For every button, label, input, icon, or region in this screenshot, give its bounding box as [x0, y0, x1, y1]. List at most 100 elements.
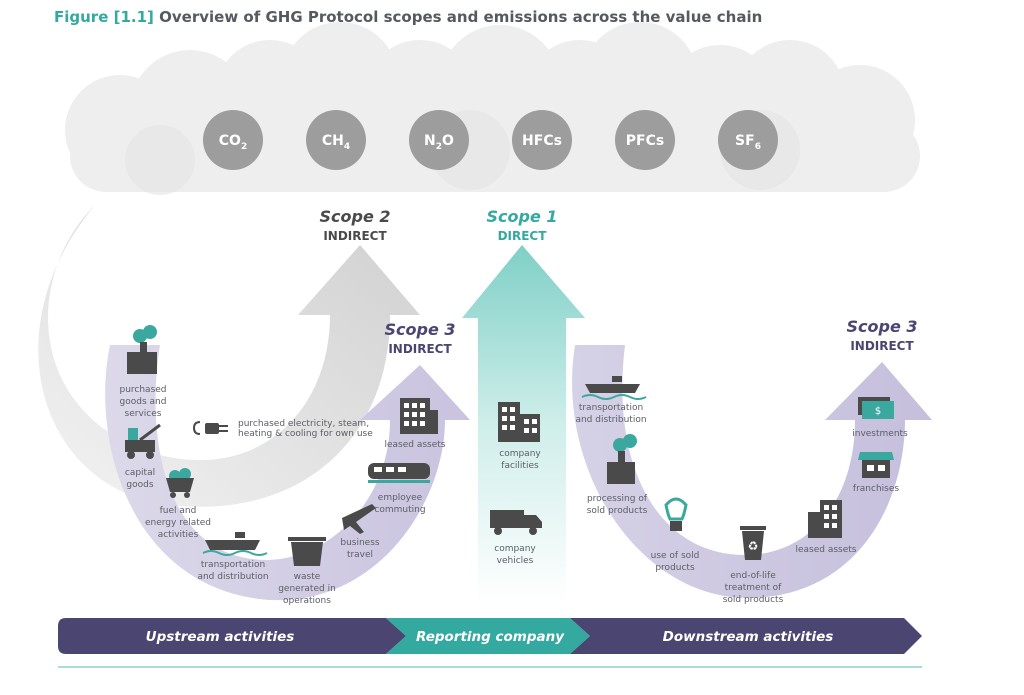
lightbulb-icon — [664, 497, 688, 531]
svg-text:transportation: transportation — [579, 403, 643, 413]
svg-text:PFCs: PFCs — [626, 133, 664, 149]
svg-text:DIRECT: DIRECT — [498, 229, 548, 243]
gas-circles: CO2 CH4 N2O HFCs PFCs SF6 — [203, 110, 778, 170]
svg-text:purchased: purchased — [119, 385, 166, 395]
reporting-band-label: Reporting company — [416, 629, 565, 645]
svg-text:leased assets: leased assets — [384, 440, 445, 450]
company-vehicles-icon — [490, 510, 542, 535]
label-transport-downstream: transportation and distribution — [575, 403, 646, 425]
svg-text:energy related: energy related — [145, 518, 211, 528]
svg-text:end-of-life: end-of-life — [730, 571, 776, 581]
svg-text:and distribution: and distribution — [575, 415, 646, 425]
svg-text:and distribution: and distribution — [197, 572, 268, 582]
label-leased-upstream: leased assets — [384, 440, 445, 450]
gas-sf6: SF6 — [718, 110, 778, 170]
label-business-travel: business travel — [340, 538, 380, 560]
ship-icon-upstream — [202, 532, 268, 556]
svg-text:use of sold: use of sold — [651, 551, 700, 561]
svg-text:company: company — [494, 544, 536, 554]
svg-text:goods and: goods and — [120, 397, 167, 407]
svg-text:commuting: commuting — [374, 505, 425, 515]
svg-text:CH4: CH4 — [322, 133, 350, 152]
scope3-downstream-arrow — [572, 345, 932, 599]
money-icon: $ — [858, 397, 894, 419]
svg-text:SF6: SF6 — [735, 133, 761, 152]
airplane-icon — [342, 504, 376, 534]
svg-text:investments: investments — [852, 429, 908, 439]
svg-text:Scope 1: Scope 1 — [486, 207, 557, 226]
svg-text:sold products: sold products — [587, 506, 648, 516]
crane-truck-icon — [125, 423, 161, 459]
svg-text:services: services — [125, 409, 162, 419]
svg-text:company: company — [499, 449, 541, 459]
label-use-sold: use of sold products — [651, 551, 700, 573]
gas-ch4: CH4 — [306, 110, 366, 170]
gas-pfcs: PFCs — [615, 110, 675, 170]
scope2-arrow — [38, 205, 420, 507]
scope3-downstream-label: Scope 3 INDIRECT — [846, 317, 917, 353]
label-franchises: franchises — [853, 484, 899, 494]
factory-icon-downstream — [607, 434, 637, 484]
upstream-band-label: Upstream activities — [146, 629, 295, 645]
storefront-icon — [858, 452, 894, 478]
figure-title: Figure [1.1] Overview of GHG Protocol sc… — [54, 8, 762, 26]
label-transport-upstream: transportation and distribution — [197, 560, 268, 582]
scope3-upstream-arrow — [105, 345, 471, 601]
svg-text:waste: waste — [294, 572, 321, 582]
svg-text:operations: operations — [283, 596, 331, 606]
svg-text:Scope 3: Scope 3 — [846, 317, 917, 336]
svg-text:♻: ♻ — [748, 539, 759, 553]
label-end-of-life: end-of-life treatment of sold products — [723, 571, 784, 605]
reporting-band — [386, 618, 590, 654]
figure-number: Figure [1.1] — [54, 8, 154, 26]
svg-text:purchased electricity, steam,: purchased electricity, steam, — [238, 419, 369, 429]
scope2-label: Scope 2 INDIRECT — [319, 207, 390, 243]
svg-text:facilities: facilities — [501, 461, 539, 471]
label-processing: processing of sold products — [587, 494, 648, 516]
svg-text:processing of: processing of — [587, 494, 648, 504]
company-facilities-icon-windows — [502, 407, 537, 433]
svg-text:generated in: generated in — [278, 584, 336, 594]
upstream-band — [58, 618, 406, 654]
downstream-band — [570, 618, 922, 654]
svg-text:business: business — [340, 538, 380, 548]
scope3-upstream-label: Scope 3 INDIRECT — [384, 320, 455, 356]
label-leased-downstream: leased assets — [795, 545, 856, 555]
svg-text:Scope 3: Scope 3 — [384, 320, 455, 339]
scope1-label: Scope 1 DIRECT — [486, 207, 557, 243]
svg-text:INDIRECT: INDIRECT — [323, 229, 387, 243]
svg-text:$: $ — [875, 406, 881, 417]
figure-title-text: Overview of GHG Protocol scopes and emis… — [159, 8, 763, 26]
downstream-band-label: Downstream activities — [663, 629, 834, 645]
ship-icon-downstream — [581, 376, 647, 400]
svg-text:treatment of: treatment of — [725, 583, 783, 593]
factory-icon — [127, 325, 157, 374]
train-icon — [368, 463, 430, 483]
gas-hfcs: HFCs — [512, 110, 572, 170]
mine-cart-icon — [166, 468, 194, 498]
svg-text:leased assets: leased assets — [795, 545, 856, 555]
svg-text:HFCs: HFCs — [522, 133, 562, 149]
svg-text:employee: employee — [378, 493, 423, 503]
building-icon-upstream-windows — [404, 403, 425, 426]
svg-text:transportation: transportation — [201, 560, 265, 570]
svg-text:Scope 2: Scope 2 — [319, 207, 390, 226]
svg-text:fuel and: fuel and — [160, 506, 197, 516]
plug-icon — [192, 421, 228, 435]
label-employee-commuting: employee commuting — [374, 493, 425, 515]
activity-band: Upstream activities Reporting company Do… — [58, 618, 922, 654]
svg-text:INDIRECT: INDIRECT — [850, 339, 914, 353]
svg-text:franchises: franchises — [853, 484, 899, 494]
label-purchased-goods: purchased goods and services — [119, 385, 166, 419]
label-fuel-energy: fuel and energy related activities — [145, 506, 211, 540]
recycle-bin-icon: ♻ — [740, 526, 766, 560]
svg-text:sold products: sold products — [723, 595, 784, 605]
svg-text:INDIRECT: INDIRECT — [388, 342, 452, 356]
svg-text:N2O: N2O — [424, 133, 454, 152]
svg-text:capital: capital — [125, 468, 155, 478]
building-icon-downstream-windows — [824, 505, 837, 528]
svg-text:heating & cooling for own use: heating & cooling for own use — [238, 429, 373, 439]
dumpster-icon — [288, 537, 326, 566]
label-purchased-electricity: purchased electricity, steam, heating & … — [238, 419, 373, 439]
